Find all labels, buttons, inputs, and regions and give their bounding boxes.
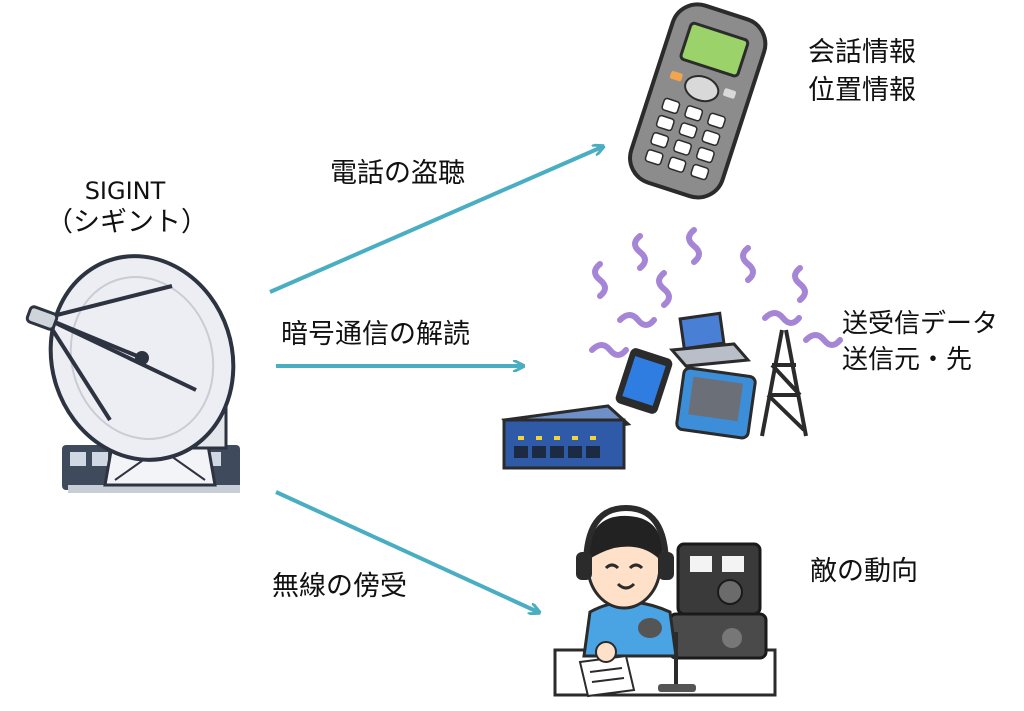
result-network-line2: 送信元・先: [842, 345, 973, 375]
network-devices-icon: [501, 227, 843, 470]
arrow-phone: [269, 147, 602, 294]
source-title: SIGINT: [84, 177, 166, 205]
satellite-dish-icon: [25, 254, 240, 493]
source-subtitle: （シギント）: [46, 207, 208, 238]
radio-operator-icon: [553, 504, 777, 698]
arrow-label-radio: 無線の傍受: [272, 571, 407, 602]
arrow-label-crypto: 暗号通信の解読: [281, 319, 470, 350]
result-radio-line1: 敵の動向: [810, 556, 918, 587]
result-network-line1: 送受信データ: [842, 309, 999, 339]
result-phone-line1: 会話情報: [808, 37, 916, 68]
cordless-phone-icon: [628, 2, 768, 200]
arrow-radio: [275, 490, 538, 612]
arrow-label-phone: 電話の盗聴: [330, 158, 465, 189]
result-phone-line2: 位置情報: [808, 75, 916, 106]
